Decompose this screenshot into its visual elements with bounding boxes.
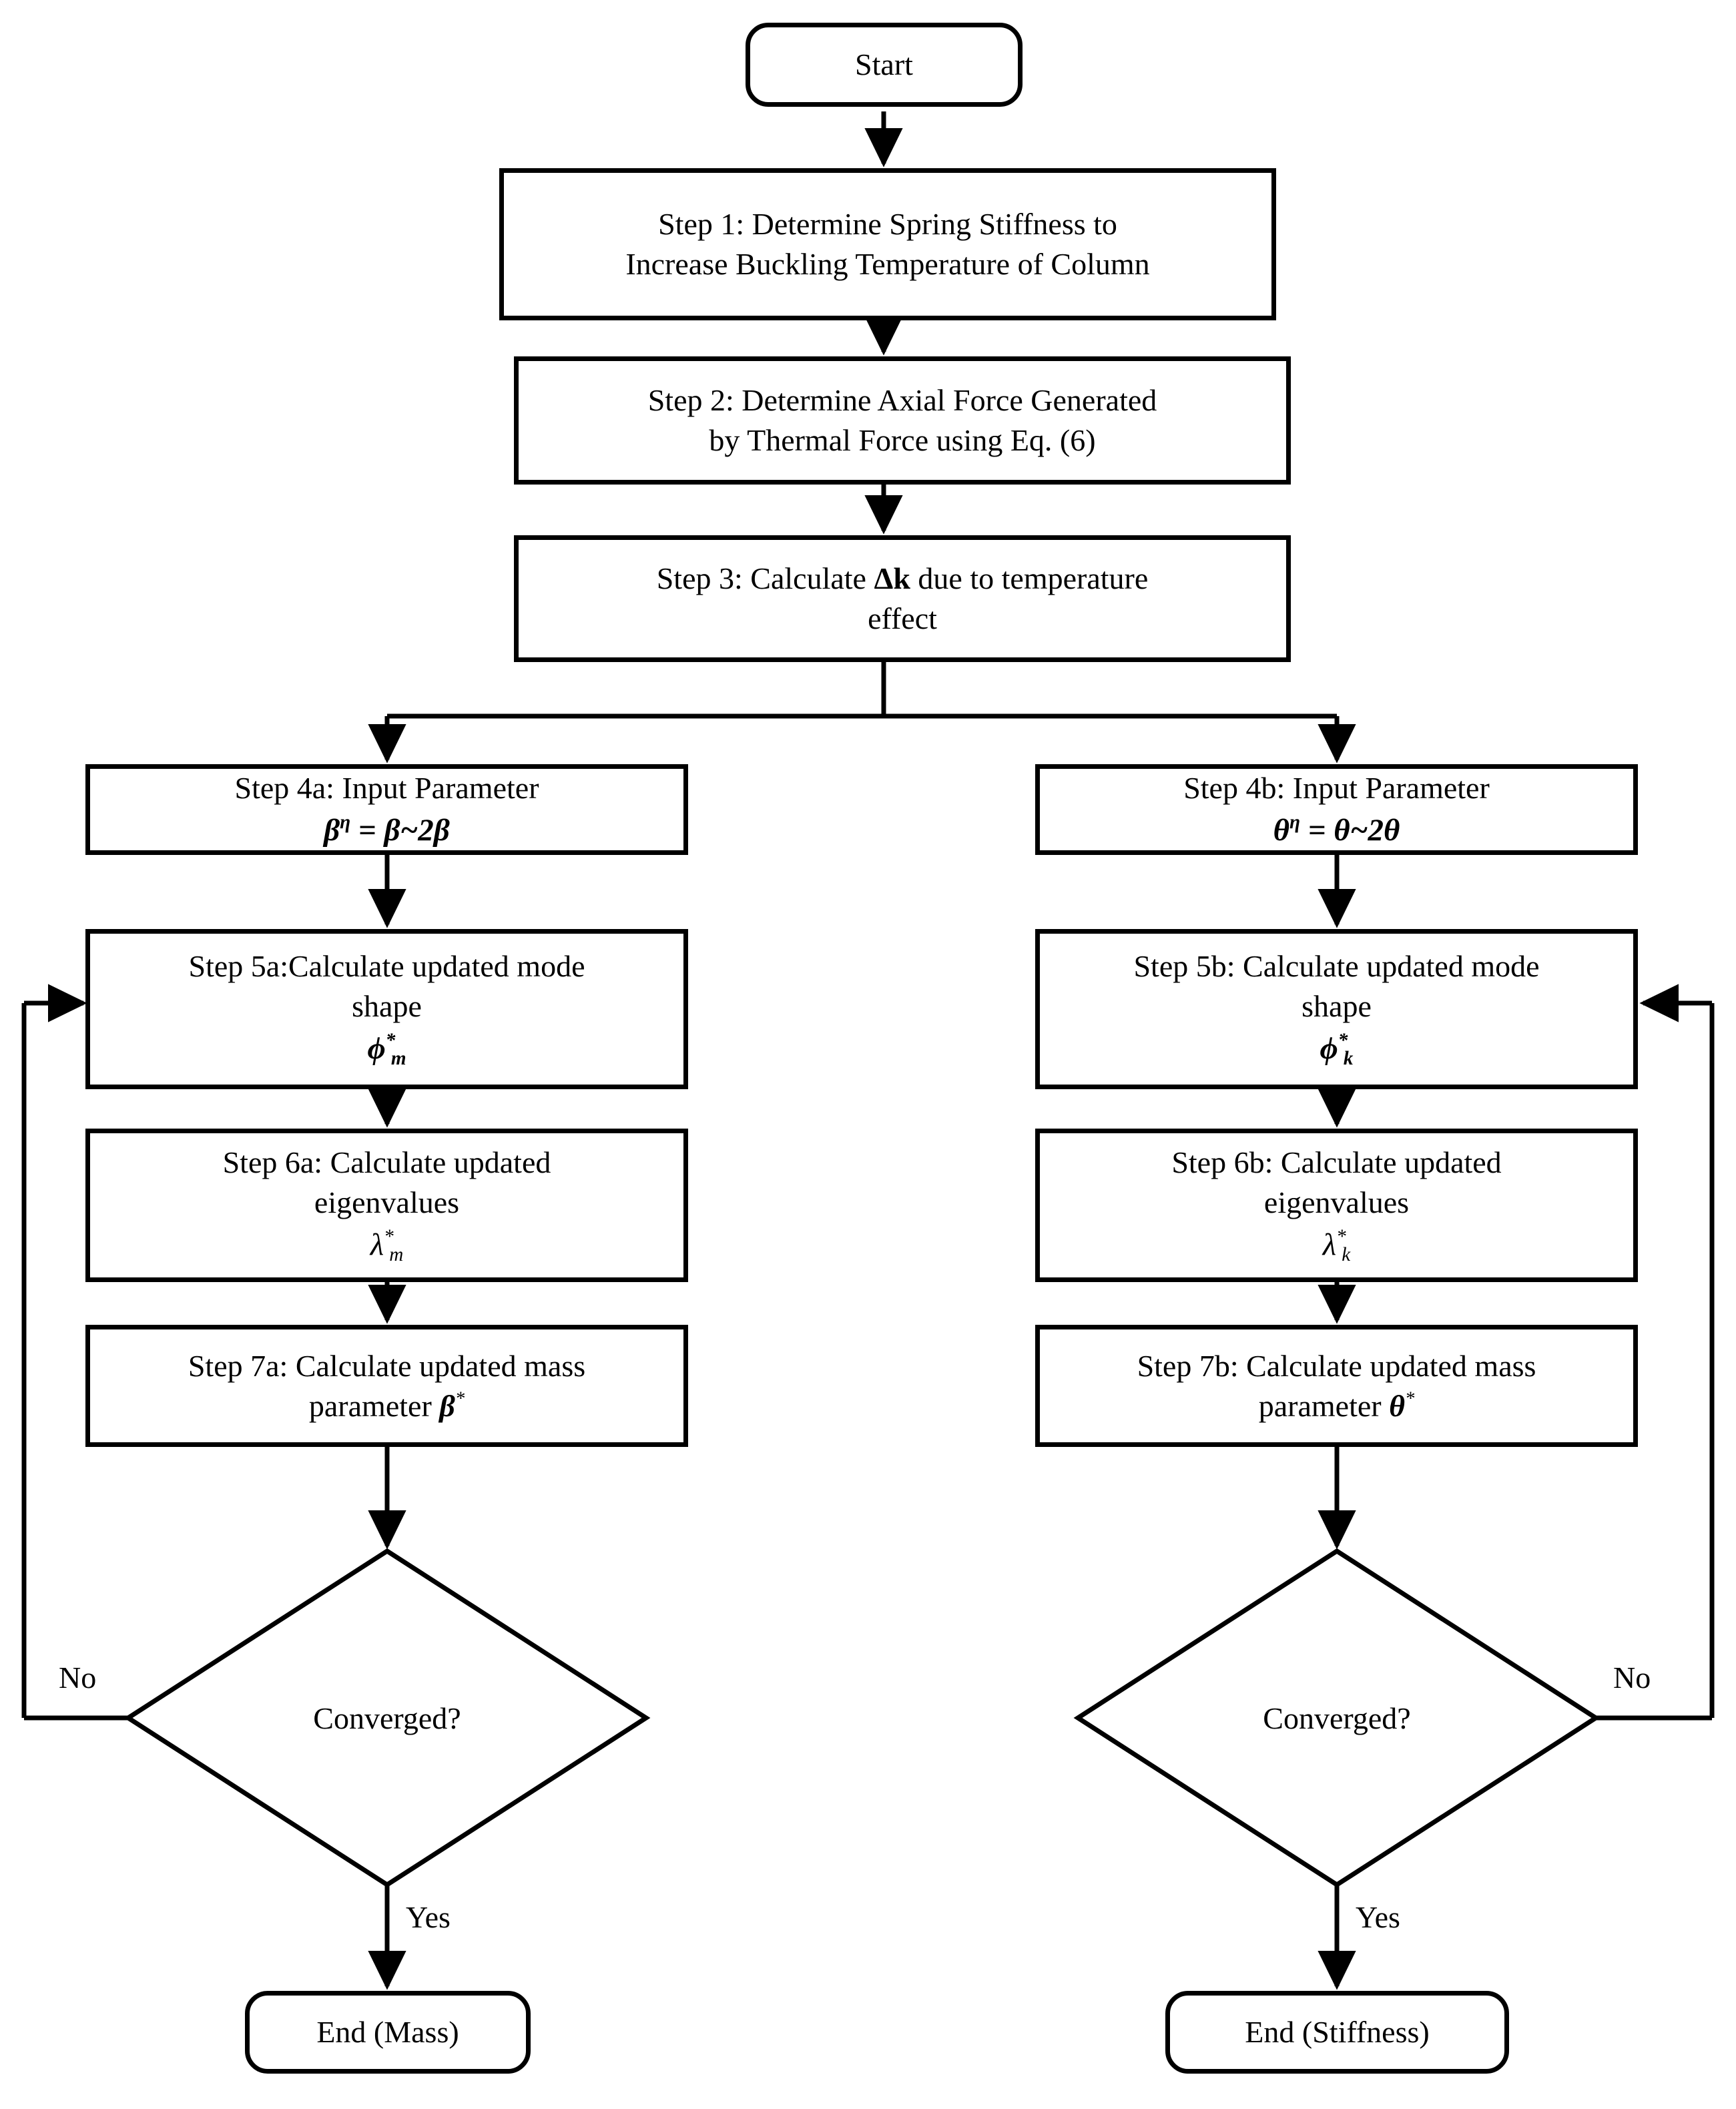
node-step1-text: Step 1: Determine Spring Stiffness to In… [504, 204, 1271, 284]
decision-a-label-wrap[interactable]: Converged? [220, 1691, 554, 1745]
star-superscript: * [384, 1226, 394, 1248]
lambda-symbol: λ [370, 1227, 384, 1263]
node-step7b-theta-star: θ* [1389, 1388, 1415, 1423]
star-superscript: * [1336, 1226, 1346, 1248]
decision-b-label-wrap[interactable]: Converged? [1170, 1691, 1504, 1745]
node-step3-delta-k: Δk [874, 561, 910, 596]
node-end-mass-label: End (Mass) [316, 2015, 459, 2050]
node-step6a-formula: λ*m [102, 1225, 671, 1268]
m-subscript: m [389, 1244, 404, 1266]
node-step3-line1-pre: Step 3: Calculate [656, 561, 874, 596]
node-step4a-text: Step 4a: Input Parameter βη = β~2β [90, 768, 683, 852]
node-step6a-text: Step 6a: Calculate updated eigenvalues λ… [90, 1143, 683, 1268]
node-step1[interactable]: Step 1: Determine Spring Stiffness to In… [499, 168, 1276, 320]
node-step7a-line1: Step 7a: Calculate updated mass [188, 1348, 586, 1383]
node-step5b[interactable]: Step 5b: Calculate updated mode shape ϕ*… [1035, 929, 1638, 1089]
node-step4b-formula: θη = θ~2θ [1052, 810, 1621, 851]
node-step2[interactable]: Step 2: Determine Axial Force Generated … [514, 356, 1291, 485]
node-end-mass[interactable]: End (Mass) [245, 1991, 531, 2074]
node-step3-text: Step 3: Calculate Δk due to temperature … [519, 559, 1286, 639]
eta-superscript: η [340, 812, 351, 834]
edge-label-no-right: No [1613, 1661, 1651, 1695]
decision-b-label: Converged? [1263, 1701, 1411, 1735]
k-subscript: k [1342, 1244, 1351, 1266]
node-end-stiffness[interactable]: End (Stiffness) [1165, 1991, 1509, 2074]
node-end-stiffness-label: End (Stiffness) [1245, 2015, 1430, 2050]
node-step5b-text: Step 5b: Calculate updated mode shape ϕ*… [1040, 946, 1633, 1072]
m-subscript: m [390, 1048, 406, 1070]
node-step6a-line2: eigenvalues [314, 1185, 460, 1219]
node-step7a[interactable]: Step 7a: Calculate updated mass paramete… [85, 1325, 688, 1447]
node-step4b[interactable]: Step 4b: Input Parameter θη = θ~2θ [1035, 764, 1638, 855]
node-step5a-formula: ϕ*m [102, 1028, 671, 1072]
edge-label-yes-right: Yes [1356, 1900, 1400, 1934]
k-subscript: k [1343, 1048, 1354, 1070]
star-superscript: * [385, 1030, 396, 1052]
node-step7b-line2-pre: parameter [1258, 1388, 1390, 1423]
node-step1-line2: Increase Buckling Temperature of Column [625, 247, 1150, 281]
node-step7a-beta-star: β* [439, 1388, 465, 1423]
eta-superscript: η [1289, 812, 1301, 834]
node-step5a[interactable]: Step 5a:Calculate updated mode shape ϕ*m [85, 929, 688, 1089]
node-step7b[interactable]: Step 7b: Calculate updated mass paramete… [1035, 1325, 1638, 1447]
phi-symbol: ϕ [1320, 1031, 1338, 1067]
beta-symbol: β [324, 813, 340, 848]
theta-symbol: θ [1273, 813, 1290, 848]
node-step3-line2: effect [868, 601, 937, 635]
edge-label-no-left: No [59, 1661, 97, 1695]
node-step5a-line1: Step 5a:Calculate updated mode [188, 948, 585, 983]
node-step4a-formula: βη = β~2β [102, 810, 671, 851]
node-step5b-formula: ϕ*k [1052, 1028, 1621, 1072]
node-start-label: Start [855, 47, 913, 82]
node-step2-line1: Step 2: Determine Axial Force Generated [647, 383, 1157, 418]
node-step4b-text: Step 4b: Input Parameter θη = θ~2θ [1040, 768, 1633, 852]
node-step6b[interactable]: Step 6b: Calculate updated eigenvalues λ… [1035, 1129, 1638, 1282]
node-step7b-text: Step 7b: Calculate updated mass paramete… [1040, 1346, 1633, 1426]
node-step6b-text: Step 6b: Calculate updated eigenvalues λ… [1040, 1143, 1633, 1268]
theta-range: = θ~2θ [1300, 813, 1400, 848]
node-step2-text: Step 2: Determine Axial Force Generated … [519, 380, 1286, 461]
phi-symbol: ϕ [367, 1031, 386, 1067]
node-step3-line1-post: due to temperature [910, 561, 1149, 596]
star-superscript: * [455, 1388, 465, 1409]
node-step6b-formula: λ*k [1052, 1225, 1621, 1268]
node-step4a-line1: Step 4a: Input Parameter [234, 770, 539, 805]
node-step5a-line2: shape [352, 988, 422, 1023]
node-step6b-line2: eigenvalues [1263, 1185, 1410, 1219]
node-step3[interactable]: Step 3: Calculate Δk due to temperature … [514, 535, 1291, 662]
star-superscript: * [1405, 1388, 1415, 1409]
theta-symbol: θ [1389, 1388, 1405, 1423]
node-step7a-text: Step 7a: Calculate updated mass paramete… [90, 1346, 683, 1426]
node-step5b-line2: shape [1301, 988, 1372, 1023]
node-step7a-line2-pre: parameter [308, 1388, 440, 1423]
edge-label-yes-left: Yes [406, 1900, 451, 1934]
star-superscript: * [1338, 1030, 1348, 1052]
node-step6a[interactable]: Step 6a: Calculate updated eigenvalues λ… [85, 1129, 688, 1282]
beta-symbol: β [439, 1388, 455, 1423]
node-start[interactable]: Start [746, 23, 1023, 107]
beta-range: = β~2β [350, 813, 450, 848]
node-step2-line2: by Thermal Force using Eq. (6) [709, 423, 1096, 457]
node-step6b-line1: Step 6b: Calculate updated [1171, 1145, 1502, 1179]
lambda-symbol: λ [1322, 1227, 1337, 1263]
node-step1-line1: Step 1: Determine Spring Stiffness to [658, 207, 1117, 242]
decision-a-label: Converged? [313, 1701, 461, 1735]
node-step7b-line1: Step 7b: Calculate updated mass [1137, 1348, 1536, 1383]
node-step5a-text: Step 5a:Calculate updated mode shape ϕ*m [90, 946, 683, 1072]
node-step4a[interactable]: Step 4a: Input Parameter βη = β~2β [85, 764, 688, 855]
node-step5b-line1: Step 5b: Calculate updated mode [1133, 948, 1540, 983]
node-step6a-line1: Step 6a: Calculate updated [222, 1145, 551, 1179]
node-step4b-line1: Step 4b: Input Parameter [1183, 770, 1490, 805]
